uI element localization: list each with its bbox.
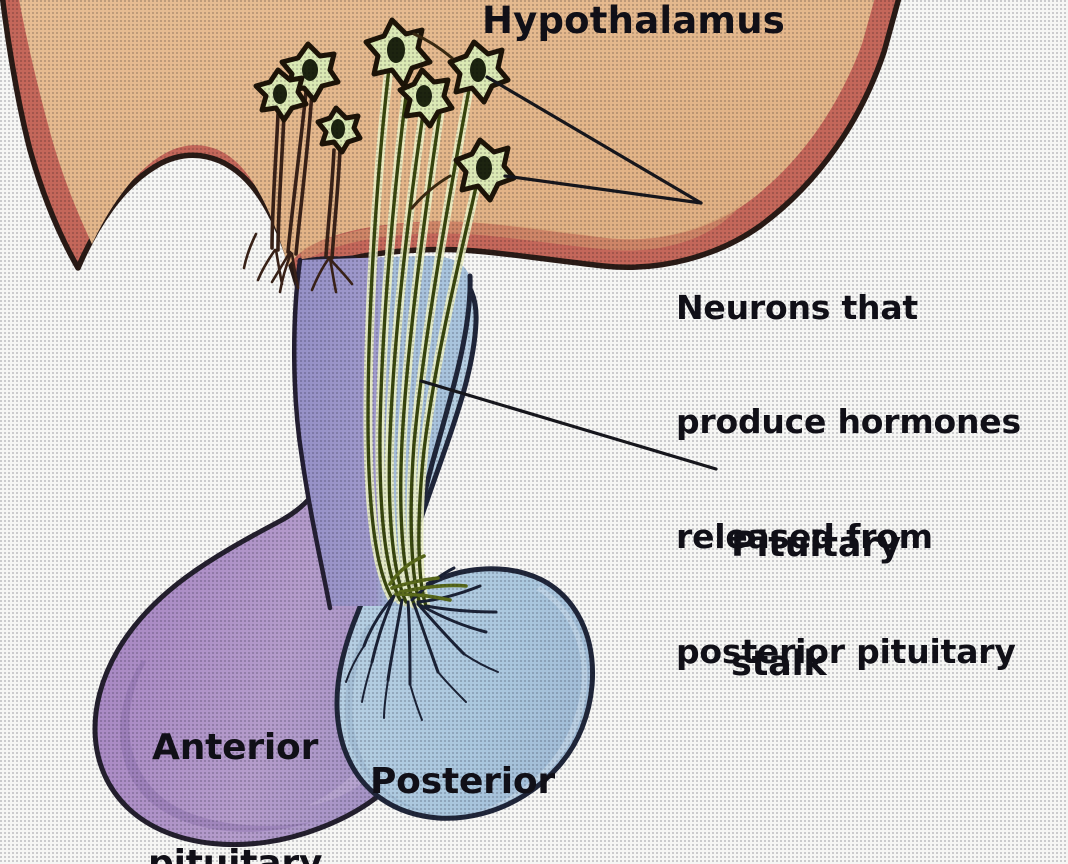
hypothalamus-structure [0, 0, 902, 291]
stalk-leader [419, 379, 718, 471]
hypothalamic-neurons [242, 17, 517, 294]
neuron-soma [447, 39, 511, 105]
neurons-leader-lower [503, 174, 703, 205]
neuron-soma [397, 67, 455, 129]
label-neurons-line-2: produce hormones [676, 402, 1021, 442]
pituitary-stalk-left-edge [291, 257, 333, 611]
neuron-dendrites [410, 32, 454, 210]
neurons-leader-upper [485, 75, 703, 205]
leader-lines [419, 75, 718, 471]
label-neurons-line-3: released from [676, 517, 933, 557]
label-anterior-pituitary: Anterior pituitary [148, 652, 322, 864]
hypothalamus-shading [300, 204, 742, 262]
hypothalamus-interior [19, 0, 875, 266]
label-posterior-pituitary: Posterior pituitary [370, 686, 555, 864]
neuron-axon-left-group [270, 90, 342, 260]
label-neurons-line-4: posterior pituitary [676, 631, 1016, 671]
label-hypothalamus: Hypothalamus [482, 0, 785, 42]
label-anterior-line-1: Anterior [152, 727, 319, 769]
label-neurons-callout: Neurons that produce hormones released f… [676, 212, 1021, 748]
axon-terminal-tuft [388, 554, 468, 602]
neuron-terminal-tufts-left [242, 232, 354, 294]
neuron-soma [253, 67, 309, 123]
axon-terminals [345, 566, 499, 721]
label-anterior-line-2: pituitary [148, 842, 323, 864]
label-stalk-line-2: stalk [731, 644, 827, 685]
label-stalk-line-1: Pituitary [731, 524, 901, 565]
label-neurons-line-1: Neurons that [676, 287, 918, 327]
neuron-soma [453, 137, 517, 203]
posterior-pituitary-highlight [478, 586, 588, 812]
neuron-soma [315, 105, 363, 155]
label-posterior-line-1: Posterior [370, 761, 555, 803]
label-pituitary-stalk: Pituitary stalk [731, 446, 901, 765]
